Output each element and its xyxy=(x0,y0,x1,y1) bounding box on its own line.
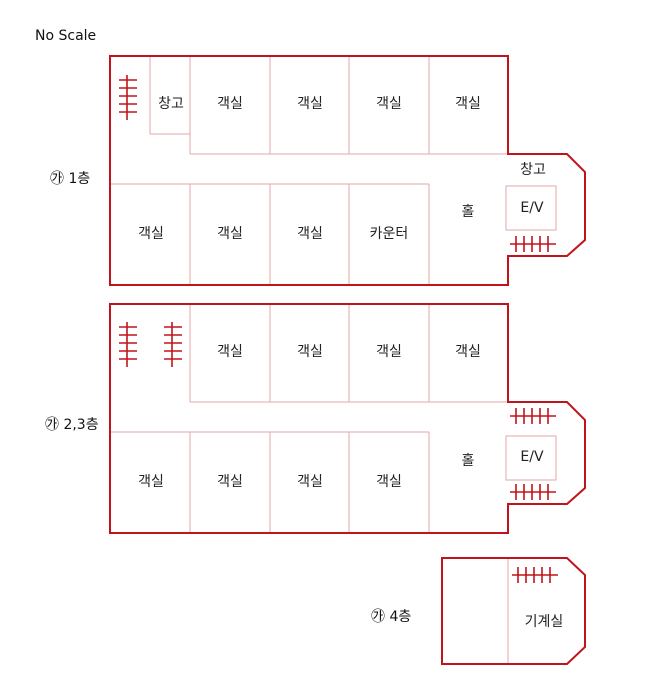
floor-1-outline xyxy=(109,55,586,286)
room-guest: 객실 xyxy=(217,226,243,242)
floor-2-3-stair-right-top xyxy=(510,408,556,424)
room-guest: 객실 xyxy=(138,226,164,242)
floor-2-3-stair-left-b xyxy=(164,322,182,367)
room-guest: 객실 xyxy=(297,344,323,360)
floor-2-3-label: ㉮ 2,3층 xyxy=(45,417,99,433)
floor-1-stair-left xyxy=(119,75,137,120)
floor-2-3-stair-left-a xyxy=(119,322,137,367)
room-hall: 홀 xyxy=(462,453,475,469)
room-counter: 카운터 xyxy=(370,226,409,242)
room-guest: 객실 xyxy=(217,96,243,112)
room-guest: 객실 xyxy=(376,96,402,112)
floor-2-3-outline xyxy=(109,303,586,534)
floor-1-plan: 창고 객실 객실 객실 객실 창고 객실 객실 객실 카운터 홀 E/V xyxy=(109,55,586,286)
floor-1-label: ㉮ 1층 xyxy=(50,171,91,187)
floor-2-3-stair-right-bottom xyxy=(510,484,556,500)
room-guest: 객실 xyxy=(217,344,243,360)
room-elevator: E/V xyxy=(520,200,544,216)
room-guest: 객실 xyxy=(138,474,164,490)
floor-2-3-partitions xyxy=(110,304,557,533)
floor-4-stair xyxy=(512,567,558,583)
floor-4-outline xyxy=(441,557,586,665)
room-storage: 창고 xyxy=(520,162,546,178)
floor-4-label: ㉮ 4층 xyxy=(371,609,412,625)
room-guest: 객실 xyxy=(297,96,323,112)
room-guest: 객실 xyxy=(455,344,481,360)
room-guest: 객실 xyxy=(376,344,402,360)
room-guest: 객실 xyxy=(217,474,243,490)
room-guest: 객실 xyxy=(297,226,323,242)
floor-2-3-plan: 객실 객실 객실 객실 객실 객실 객실 객실 홀 E/V xyxy=(109,303,586,534)
room-storage: 창고 xyxy=(158,96,184,112)
floor-1-partitions xyxy=(110,56,557,285)
room-elevator: E/V xyxy=(520,449,544,465)
floor-1-stair-right xyxy=(510,236,556,252)
room-guest: 객실 xyxy=(455,96,481,112)
room-guest: 객실 xyxy=(376,474,402,490)
scale-note: No Scale xyxy=(35,28,97,44)
room-machine: 기계실 xyxy=(525,614,564,630)
floor-4-plan: 기계실 xyxy=(441,557,586,665)
room-hall: 홀 xyxy=(462,204,475,220)
room-guest: 객실 xyxy=(297,474,323,490)
